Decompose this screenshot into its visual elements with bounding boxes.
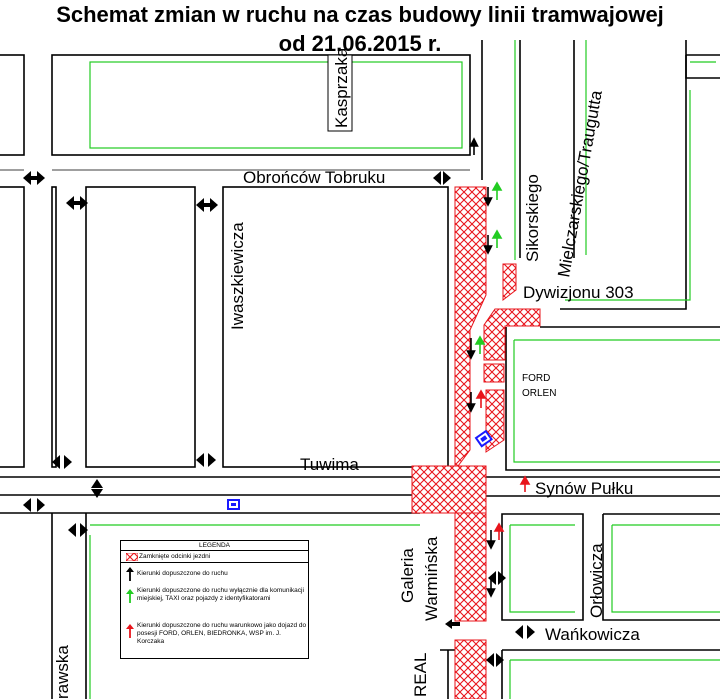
- block-edge: [602, 513, 720, 621]
- block-edge: [440, 649, 455, 699]
- street-label-dywizjonu: Dywizjonu 303: [523, 283, 634, 302]
- two-way-markers: [23, 171, 535, 667]
- two-way-marker-icon: [91, 479, 103, 498]
- two-way-marker-icon: [486, 653, 504, 667]
- red-arrows: [475, 389, 531, 540]
- map-title-line2: od 21.06.2015 r.: [278, 31, 442, 56]
- bus-stop-icon: [227, 499, 240, 510]
- block-edge: [519, 40, 575, 258]
- map-title-line1: Schemat zmian w ruchu na czas budowy lin…: [56, 2, 664, 27]
- red-arrowhead: [519, 475, 531, 485]
- kasprzaka-label-box: [327, 54, 353, 132]
- green-arrowhead: [491, 229, 503, 239]
- green-arrowhead: [491, 181, 503, 191]
- closed-segment: [454, 639, 487, 699]
- block: [85, 186, 196, 468]
- two-way-marker-icon: [68, 523, 88, 537]
- green-outline: [89, 61, 463, 149]
- two-way-marker-icon: [23, 171, 45, 185]
- two-way-marker-icon: [445, 619, 460, 629]
- legend-row-closed: Zamknięte odcinki jezdni: [121, 552, 308, 563]
- street-label-mielczarskiego: Mielczarskiego/Traugutta: [554, 88, 606, 278]
- legend-text-green: Kierunki dopuszczone do ruchu wyłącznie …: [137, 587, 304, 602]
- red-arrow-icon: [126, 624, 134, 638]
- closed-segment: [483, 363, 505, 383]
- road-edge: [51, 513, 87, 699]
- closed-segment: [485, 389, 505, 453]
- two-way-marker-icon: [66, 196, 88, 210]
- street-label-real: REAL: [411, 653, 430, 697]
- street-label-kasprzaka: Kasprzaka: [332, 47, 351, 128]
- bus-stop-icons: [227, 429, 493, 510]
- green-outline: [509, 659, 720, 699]
- street-label-obroncow-tobruku: Obrońców Tobruku: [243, 168, 385, 187]
- legend-row-black: Kierunki dopuszczone do ruchu: [121, 565, 308, 583]
- block-edge: [560, 40, 687, 310]
- two-way-marker-icon: [23, 498, 45, 512]
- block: [0, 186, 25, 468]
- green-outline: [509, 524, 575, 613]
- green-arrow-icon: [126, 589, 134, 603]
- black-arrow-icon: [126, 567, 134, 581]
- two-way-marker-icon: [433, 171, 451, 185]
- legend: LEGENDA Zamknięte odcinki jezdni Kierunk…: [120, 540, 309, 659]
- street-label-wankowicza: Wańkowicza: [545, 625, 640, 644]
- closed-swatch-icon: [126, 553, 138, 561]
- block-edge: [505, 327, 720, 471]
- closed-segment: [411, 465, 487, 514]
- two-way-marker-icon: [488, 571, 506, 585]
- block: [51, 54, 471, 156]
- red-arrowhead: [493, 522, 505, 532]
- legend-row-red: Kierunki dopuszczone do ruchu warunkowo …: [121, 620, 308, 654]
- green-arrowhead: [474, 335, 486, 345]
- block-edge: [501, 649, 720, 699]
- green-outline: [565, 90, 691, 301]
- closed-segment: [454, 186, 487, 472]
- street-label-iwaszkiewicza: Iwaszkiewicza: [228, 222, 247, 330]
- two-way-marker-icon: [196, 453, 216, 467]
- closed-segment: [483, 308, 541, 361]
- bus-stop-icon: [474, 429, 493, 448]
- street-label-galeria: Galeria: [398, 548, 417, 603]
- green-outline: [611, 524, 720, 613]
- green-outline: [514, 40, 587, 260]
- two-way-marker-icon: [52, 455, 72, 469]
- map-title: Schemat zmian w ruchu na czas budowy lin…: [0, 0, 720, 58]
- two-way-marker-icon: [515, 625, 535, 639]
- street-label-sikorskiego: Sikorskiego: [523, 174, 542, 262]
- block: [501, 513, 584, 621]
- legend-row-green: Kierunki dopuszczone do ruchu wyłącznie …: [121, 585, 308, 613]
- legend-text-red: Kierunki dopuszczone do ruchu warunkowo …: [137, 622, 307, 645]
- closed-segment: [502, 263, 517, 302]
- green-outline: [513, 339, 720, 463]
- poi-label-ford: FORD: [522, 373, 550, 384]
- street-label-orlowicza: Orłowicza: [587, 543, 606, 618]
- closed-segment: [454, 512, 487, 622]
- red-arrowhead: [475, 389, 487, 399]
- green-arrows: [474, 181, 503, 354]
- road-edge: [0, 476, 420, 514]
- legend-text-black: Kierunki dopuszczone do ruchu: [137, 570, 228, 577]
- block: [222, 186, 449, 468]
- two-way-marker-icon: [196, 198, 218, 212]
- street-label-tuwima: Tuwima: [300, 455, 359, 474]
- block: [0, 54, 25, 156]
- legend-header: LEGENDA: [121, 541, 308, 551]
- street-label-warminska: Warmińska: [422, 536, 441, 621]
- poi-label-orlen: ORLEN: [522, 388, 556, 399]
- green-lines: [89, 40, 720, 699]
- block-edge: [685, 54, 720, 79]
- closed-segments: [411, 186, 541, 699]
- street-label-synow-pulku: Synów Pułku: [535, 479, 633, 498]
- legend-text-closed: Zamknięte odcinki jezdni: [139, 553, 211, 560]
- street-label-bottom-left: rawska: [53, 645, 72, 699]
- block: [51, 186, 57, 468]
